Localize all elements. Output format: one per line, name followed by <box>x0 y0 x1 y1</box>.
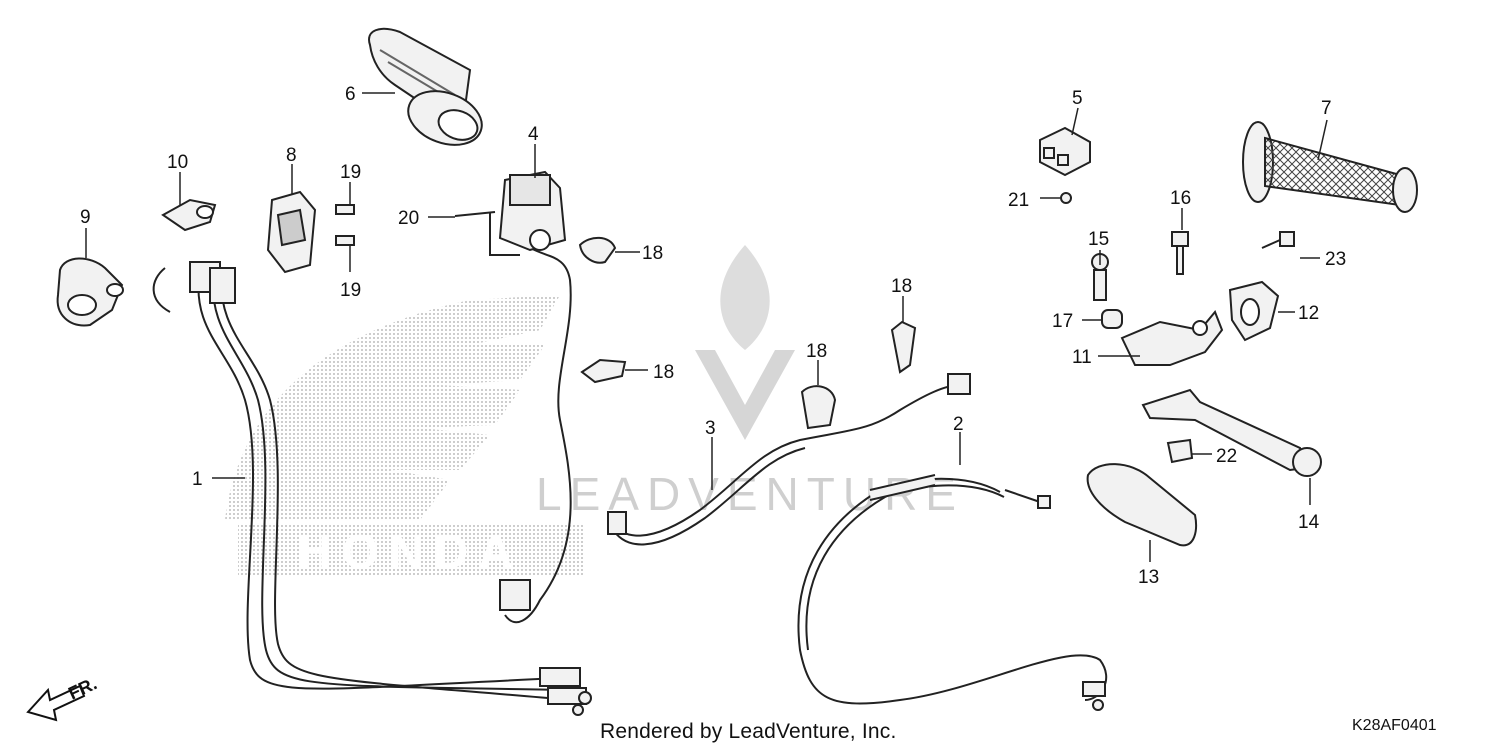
callout-16: 16 <box>1170 188 1191 209</box>
callout-15: 15 <box>1088 229 1109 250</box>
callout-19a: 19 <box>340 162 361 183</box>
callout-18d: 18 <box>891 276 912 297</box>
callout-5: 5 <box>1072 88 1083 109</box>
left-grip-part <box>1242 121 1418 213</box>
callout-18c: 18 <box>806 341 827 362</box>
housing-cover-part <box>56 257 124 327</box>
callout-21: 21 <box>1008 190 1029 211</box>
callout-4: 4 <box>528 124 539 145</box>
switch-wire-cable <box>607 373 971 546</box>
callout-labels: 1 2 3 4 5 6 7 8 9 10 11 12 13 14 15 16 1… <box>80 84 1346 588</box>
callout-12: 12 <box>1298 303 1319 324</box>
leader-lines <box>85 92 1328 562</box>
screw-parts-19 <box>335 204 355 246</box>
honda-wing-logo: HONDA <box>225 295 583 579</box>
footer-credit: Rendered by LeadVenture, Inc. <box>600 720 897 743</box>
callout-23: 23 <box>1325 249 1346 270</box>
clutch-cable <box>797 474 1108 711</box>
front-direction-arrow: FR. <box>26 673 100 722</box>
small-fasteners <box>1091 231 1295 464</box>
callout-7: 7 <box>1321 98 1332 119</box>
honda-logo-wordmark: HONDA <box>297 526 523 579</box>
callout-1: 1 <box>192 469 203 490</box>
callout-9: 9 <box>80 207 91 228</box>
arrow-icon <box>26 684 86 722</box>
callout-13: 13 <box>1138 567 1159 588</box>
throttle-cable-assembly <box>152 261 592 716</box>
lever-protector-part <box>1086 463 1198 547</box>
callout-11: 11 <box>1072 347 1092 368</box>
throttle-housing-part <box>266 190 317 274</box>
grommet-parts-18 <box>578 236 917 430</box>
switch-housing-part <box>454 170 567 256</box>
clutch-lever-part <box>1141 388 1322 477</box>
lever-bracket-part <box>1120 310 1224 366</box>
callout-20: 20 <box>398 208 419 229</box>
callout-14: 14 <box>1298 512 1320 533</box>
clamp-part <box>161 198 217 232</box>
callout-19b: 19 <box>340 280 361 301</box>
switch-harness-wire <box>499 239 572 624</box>
callout-17: 17 <box>1052 311 1073 332</box>
switch-part <box>1039 126 1091 204</box>
figure-code: K28AF0401 <box>1352 717 1437 734</box>
callout-6: 6 <box>345 84 356 105</box>
callout-8: 8 <box>286 145 297 166</box>
callout-18a: 18 <box>642 243 663 264</box>
callout-18b: 18 <box>653 362 674 383</box>
callout-3: 3 <box>705 418 716 439</box>
callout-2: 2 <box>953 414 964 435</box>
throttle-grip-part <box>368 27 483 146</box>
lever-clamp-part <box>1228 280 1280 342</box>
callout-10: 10 <box>167 152 188 173</box>
callout-22: 22 <box>1216 446 1237 467</box>
